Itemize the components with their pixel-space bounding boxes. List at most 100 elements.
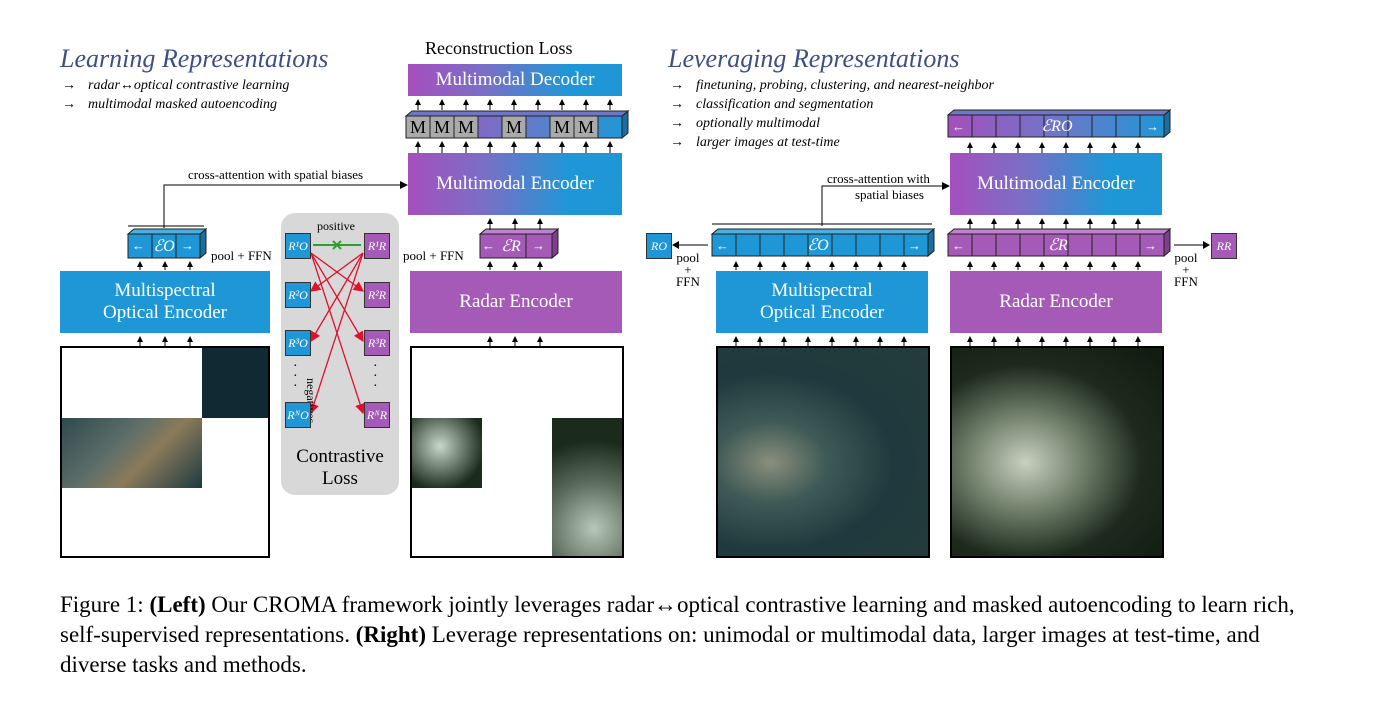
optical-rep-1: R¹O xyxy=(285,233,311,259)
right-radar-pool-arrow xyxy=(1174,241,1210,249)
optical-rep-3: R³O xyxy=(285,330,311,356)
right-optical-token-row: ← → ℰO xyxy=(708,222,938,260)
radar-patch-1 xyxy=(412,418,482,488)
left-bullet-1: →radar↔optical contrastive learning xyxy=(62,78,290,93)
left-pool-ffn-right: pool + FFN xyxy=(403,248,464,263)
right-optical-encoder-line2: Optical Encoder xyxy=(760,302,884,323)
right-radar-pooled: RR xyxy=(1211,233,1237,259)
reconstruction-loss-label: Reconstruction Loss xyxy=(425,38,573,58)
mask-cell xyxy=(597,115,623,139)
right-cross-attention-label: cross-attention with spatial biases xyxy=(827,171,930,203)
mask-cell-label: M xyxy=(409,116,426,137)
mask-cell-label: M xyxy=(505,116,522,137)
right-radar-encoder-box: Radar Encoder xyxy=(950,271,1162,333)
svg-text:←: ← xyxy=(952,238,965,253)
radar-rep-ellipsis: ··· xyxy=(373,359,378,394)
radar-rep-2: R²R xyxy=(364,282,390,308)
right-bullet-list: →finetuning, probing, clustering, and ne… xyxy=(670,76,994,152)
right-ro-token-svg: ← → xyxy=(946,108,1172,139)
optical-patch-2 xyxy=(62,418,202,488)
optical-patch-1 xyxy=(202,348,268,418)
right-radar-image xyxy=(950,346,1164,558)
right-radar-token-svg: ← → xyxy=(946,227,1172,258)
left-optical-token-svg: ← → xyxy=(126,225,208,260)
left-radar-token-label: ℰR xyxy=(501,238,521,255)
multimodal-decoder-box: Multimodal Decoder xyxy=(408,64,622,96)
optical-rep-2: R²O xyxy=(285,282,311,308)
right-radar-token-label: ℰR xyxy=(1048,237,1068,254)
right-bullet-3: →optionally multimodal xyxy=(670,116,821,131)
svg-text:←: ← xyxy=(716,238,729,253)
right-multimodal-encoder-box: Multimodal Encoder xyxy=(950,153,1162,215)
right-bullet-4: →larger images at test-time xyxy=(670,135,840,150)
right-optical-encoder-line1: Multispectral xyxy=(771,280,873,301)
right-ro-token-label: ℰRO xyxy=(1041,118,1073,135)
right-cross-attention-line1: cross-attention with xyxy=(827,171,930,186)
right-plus-right: + xyxy=(1182,262,1190,277)
right-cross-attention-line xyxy=(821,182,950,226)
right-pool-ffn-right: pool + FFN xyxy=(1174,250,1198,288)
svg-text:←: ← xyxy=(952,119,965,134)
left-multimodal-encoder-box: Multimodal Encoder xyxy=(408,153,622,215)
left-radar-token-svg: ← → xyxy=(478,227,560,260)
right-heading: Leveraging Representations xyxy=(668,44,960,73)
contrastive-lines xyxy=(308,240,366,415)
caption-left-text: Our CROMA framework jointly leverages ra… xyxy=(60,592,1295,647)
right-optical-encoder-box: Multispectral Optical Encoder xyxy=(716,271,928,333)
left-bullet-2: →multimodal masked autoencoding xyxy=(62,97,277,112)
right-optical-token-label: ℰO xyxy=(807,237,829,254)
left-optical-token-label: ℰO xyxy=(153,238,175,255)
caption-right-text: Leverage representations on: unimodal or… xyxy=(60,622,1260,677)
svg-text:←: ← xyxy=(482,238,495,253)
svg-text:←: ← xyxy=(132,238,145,253)
radar-patch-2 xyxy=(552,418,622,556)
left-radar-encoder-box: Radar Encoder xyxy=(410,271,622,333)
left-pool-ffn-left: pool + FFN xyxy=(211,248,272,263)
radar-rep-3: R³R xyxy=(364,330,390,356)
right-pool-right: pool xyxy=(1174,250,1198,265)
contrastive-loss-line2: Loss xyxy=(322,468,358,489)
left-optical-encoder-line2: Optical Encoder xyxy=(103,302,227,323)
left-radar-image-masked xyxy=(410,346,624,558)
right-optical-token-svg: ← → xyxy=(710,223,936,258)
optical-rep-n: RᴺO xyxy=(285,402,311,428)
radar-rep-1: R¹R xyxy=(364,233,390,259)
right-plus-left: + xyxy=(684,262,692,277)
mask-cell-label: M xyxy=(457,116,474,137)
svg-text:→: → xyxy=(908,238,921,253)
contrastive-loss-label: Contrastive Loss xyxy=(281,446,399,490)
mask-token-row-svg xyxy=(404,109,630,140)
left-optical-image-masked xyxy=(60,346,270,558)
mask-cell-label: M xyxy=(553,116,570,137)
left-cross-attention-label: cross-attention with spatial biases xyxy=(188,167,364,182)
caption-right-bold: (Right) xyxy=(355,622,426,647)
left-optical-encoder-box: Multispectral Optical Encoder xyxy=(60,271,270,333)
right-ffn-left: FFN xyxy=(676,274,700,289)
left-optical-encoder-line1: Multispectral xyxy=(114,280,216,301)
mask-cell-label: M xyxy=(433,116,450,137)
right-optical-pooled: RO xyxy=(646,233,672,259)
caption-left-bold: (Left) xyxy=(149,592,206,617)
contrastive-loss-line1: Contrastive xyxy=(296,446,384,467)
svg-text:→: → xyxy=(532,238,545,253)
right-optical-pool-arrow xyxy=(672,241,708,249)
left-bullet-list: →radar↔optical contrastive learning →mul… xyxy=(62,76,289,114)
left-cross-attention-line xyxy=(163,181,408,228)
right-ro-token-row: ← → ℰRO xyxy=(946,108,1172,140)
right-pool-left: pool xyxy=(676,250,700,265)
right-bullet-2: →classification and segmentation xyxy=(670,97,874,112)
svg-text:→: → xyxy=(1146,119,1159,134)
right-bullet-1: →finetuning, probing, clustering, and ne… xyxy=(670,78,994,93)
left-heading: Learning Representations xyxy=(60,44,329,73)
right-cross-attention-line2: spatial biases xyxy=(854,187,924,202)
positive-label: positive xyxy=(317,219,355,233)
svg-text:→: → xyxy=(181,238,194,253)
radar-rep-n: RᴺR xyxy=(364,402,390,428)
mask-cell-label: M xyxy=(577,116,594,137)
caption-prefix: Figure 1: xyxy=(60,592,150,617)
right-pool-ffn-left: pool + FFN xyxy=(676,250,700,289)
optical-rep-ellipsis: ··· xyxy=(293,359,298,394)
svg-text:→: → xyxy=(1144,238,1157,253)
